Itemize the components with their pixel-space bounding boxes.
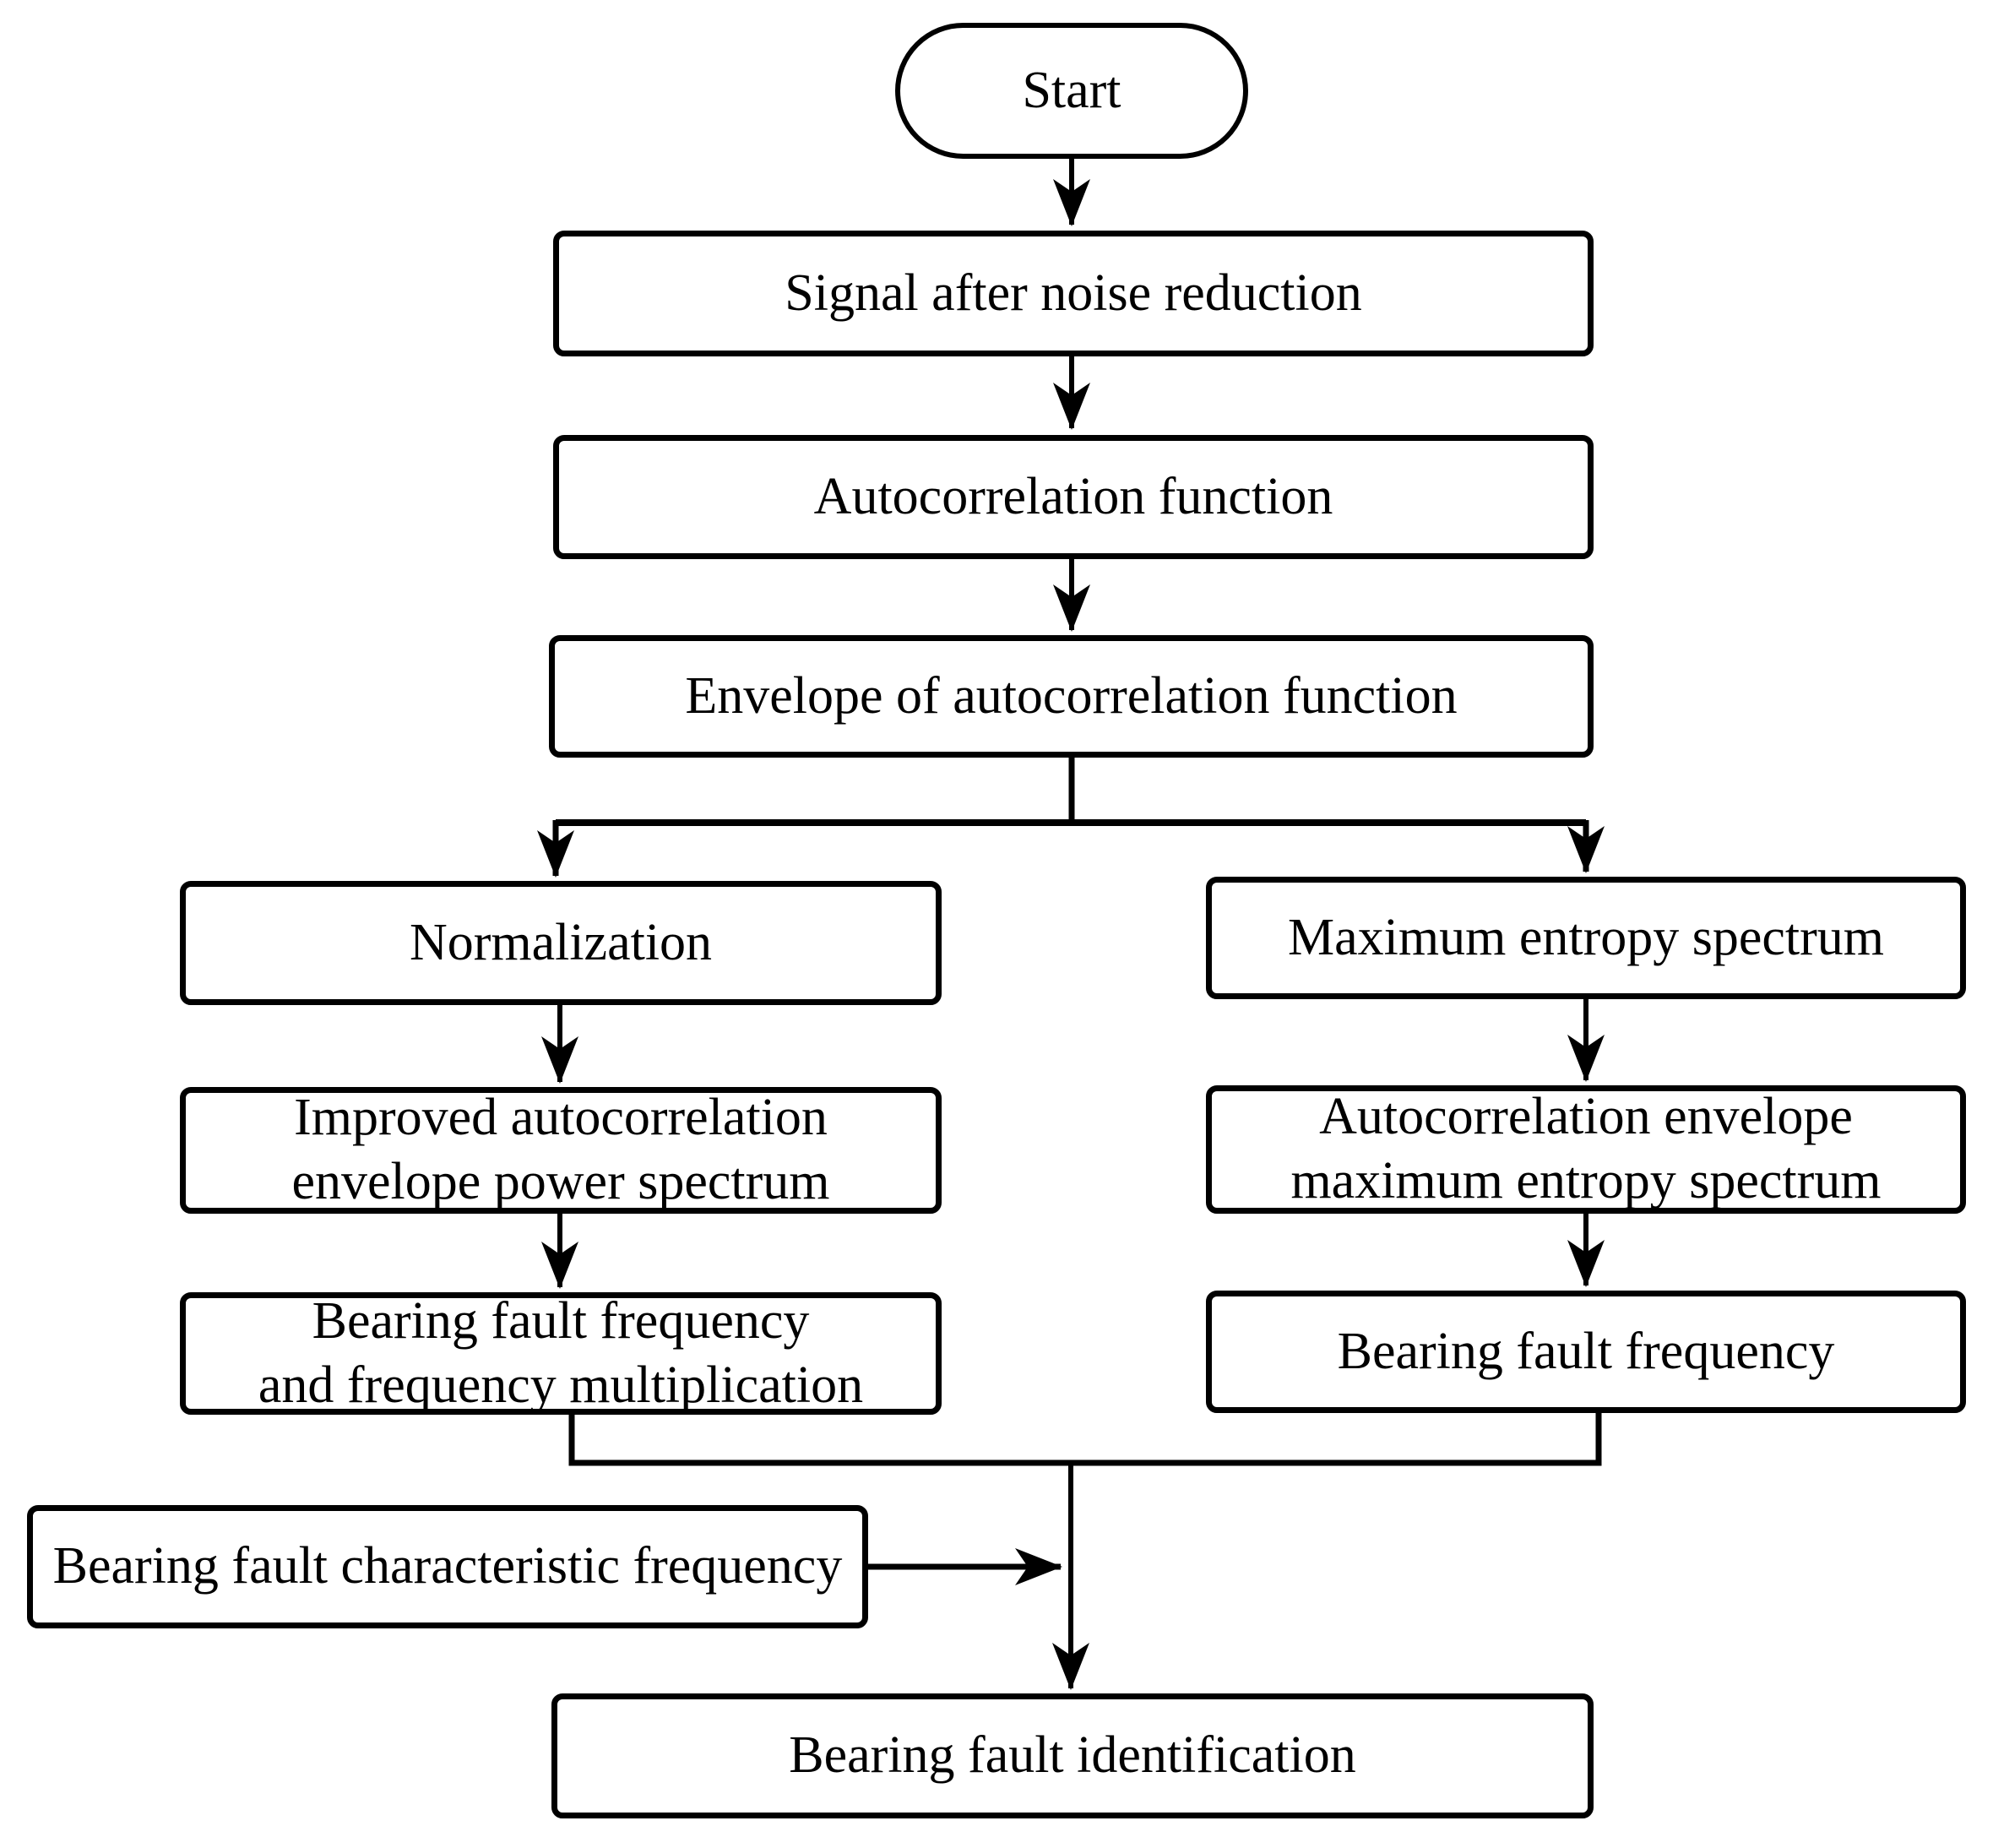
improved-autocorrelation-envelope-power-spectrum-box: Improved autocorrelation envelope power … xyxy=(180,1087,942,1214)
autocorrelation-envelope-maximum-entropy-spectrum-box: Autocorrelation envelope maximum entropy… xyxy=(1206,1085,1966,1214)
characteristic-label: Bearing fault characteristic frequency xyxy=(52,1537,843,1595)
improved-label-line1: Improved autocorrelation xyxy=(294,1089,828,1147)
autoenv-label-line2: maximum entropy spectrum xyxy=(1290,1152,1882,1209)
maximum-entropy-spectrum-box: Maximum entropy spectrum xyxy=(1206,877,1966,999)
bearing-fault-frequency-box: Bearing fault frequency xyxy=(1206,1291,1966,1413)
connector-right-merge-elbow xyxy=(1068,1407,1602,1466)
envelope-label: Envelope of autocorrelation function xyxy=(685,666,1458,725)
signal-label: Signal after noise reduction xyxy=(785,264,1362,322)
faultfreq-label: Bearing fault frequency xyxy=(1337,1322,1835,1380)
start-label: Start xyxy=(1022,61,1121,119)
identification-label: Bearing fault identification xyxy=(789,1726,1356,1785)
connector-left-merge-elbow xyxy=(568,1413,1074,1466)
autocorrelation-function-box: Autocorrelation function xyxy=(553,435,1594,559)
normalization-label: Normalization xyxy=(409,913,713,971)
autocorrelation-label: Autocorrelation function xyxy=(813,467,1333,525)
signal-after-noise-reduction-box: Signal after noise reduction xyxy=(553,231,1594,356)
improved-label-line2: envelope power spectrum xyxy=(291,1153,830,1210)
envelope-of-autocorrelation-box: Envelope of autocorrelation function xyxy=(549,635,1594,758)
bearing-fault-frequency-multiplication-box: Bearing fault frequency and frequency mu… xyxy=(180,1292,942,1415)
bearing-fault-identification-box: Bearing fault identification xyxy=(551,1693,1594,1818)
freqmult-label-line1: Bearing fault frequency xyxy=(312,1291,810,1350)
max-entropy-label: Maximum entropy spectrum xyxy=(1288,908,1884,966)
bearing-fault-characteristic-frequency-box: Bearing fault characteristic frequency xyxy=(27,1505,868,1628)
autoenv-label-line1: Autocorrelation envelope xyxy=(1319,1088,1853,1146)
start-terminator: Start xyxy=(895,23,1248,159)
normalization-box: Normalization xyxy=(180,881,942,1005)
freqmult-label-line2: and frequency multiplication xyxy=(258,1356,864,1414)
